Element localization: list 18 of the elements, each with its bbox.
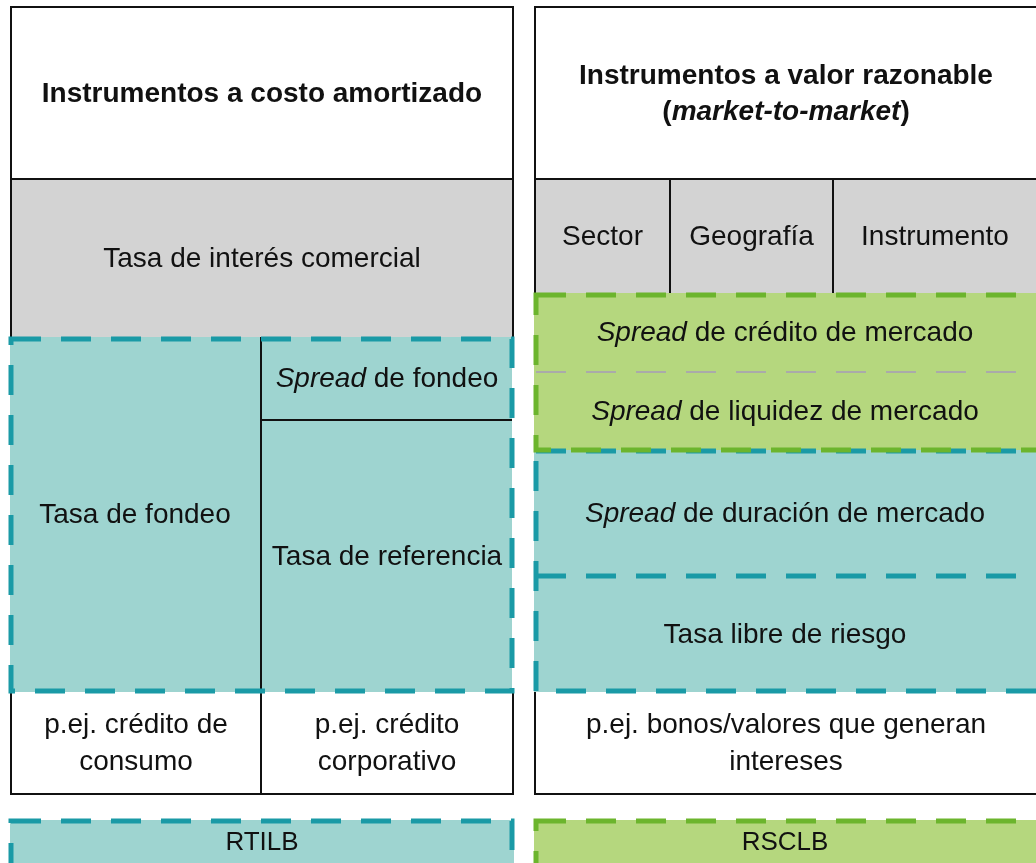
- rate-cell: Tasa de interés comercial: [10, 180, 514, 337]
- header-cell: Instrumentos a costo amortizado: [10, 6, 514, 180]
- category-cell: Geografía: [671, 180, 834, 293]
- rate-cell: Tasa de fondeo: [10, 337, 262, 692]
- rate-cell: Tasa de referencia: [262, 421, 512, 692]
- example-cell: p.ej. crédito corporativo: [262, 692, 514, 795]
- header-cell: Instrumentos a valor razonable (market-to-market): [534, 6, 1036, 180]
- spread-cell: Spread de liquidez de mercado: [534, 372, 1036, 450]
- category-cell: Instrumento: [834, 180, 1036, 293]
- rate-cell: Tasa libre de riesgo: [534, 576, 1036, 692]
- indicator-bar: RTILB: [10, 820, 514, 863]
- category-cell: Sector: [534, 180, 671, 293]
- spread-cell: Spread de duración de mercado: [534, 450, 1036, 576]
- spread-cell: Spread de crédito de mercado: [534, 293, 1036, 372]
- example-cell: p.ej. bonos/valores que generan intereses: [534, 692, 1036, 795]
- spread-cell: Spread de fondeo: [262, 337, 512, 421]
- example-cell: p.ej. crédito de consumo: [10, 692, 262, 795]
- indicator-bar: RSCLB: [534, 820, 1036, 863]
